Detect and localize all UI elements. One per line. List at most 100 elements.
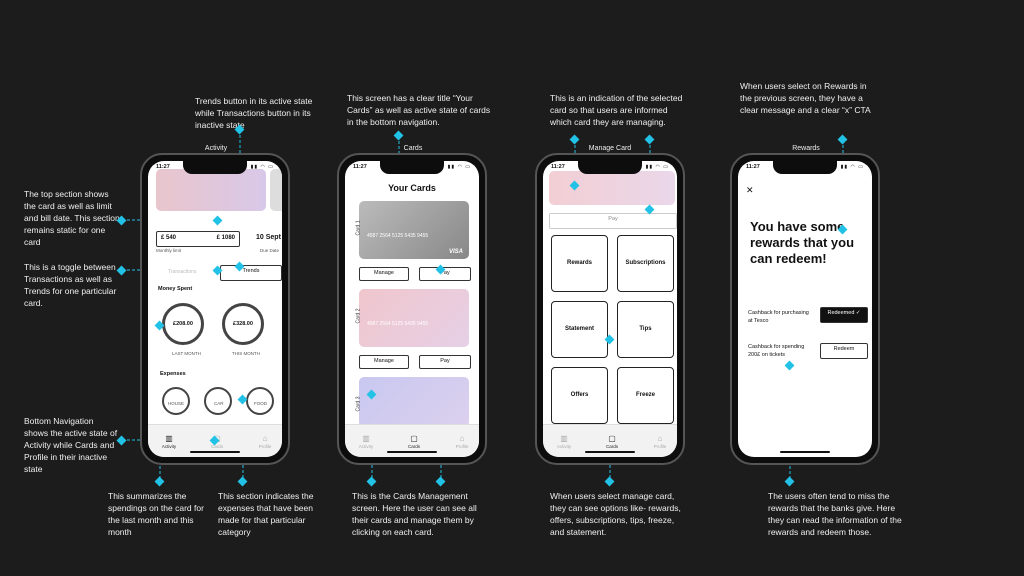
tab-trends[interactable]: Trends — [220, 265, 282, 281]
phone-cards: 11:27 ▮▮ ◠ ▭ Your Cards 4587 2564 5125 5… — [337, 153, 487, 465]
this-month-value: £328.00 — [233, 321, 253, 328]
pay-label: Pay — [440, 270, 450, 276]
your-cards-title: Your Cards — [388, 183, 436, 193]
rewards-screen: 11:27 ▮▮ ◠ ▭ ✕ You have some rewards tha… — [738, 161, 872, 457]
card-2[interactable]: 4587 2564 5125 5435 9455 — [359, 289, 469, 347]
close-icon[interactable]: ✕ — [746, 185, 754, 195]
cards-icon: ▢ — [410, 434, 418, 443]
pay-label: Pay — [608, 216, 618, 222]
nav-profile-label: Profile — [653, 444, 667, 449]
card-1-label: Card 1 — [355, 220, 362, 236]
annotation-summarizes: This summarizes the spendings on the car… — [108, 491, 204, 537]
nav-activity[interactable]: ▥Activity — [154, 434, 184, 449]
this-month-label: THIS MONTH — [232, 351, 260, 356]
card-2-label: Card 2 — [355, 308, 362, 324]
trends-label: Trends — [242, 268, 260, 274]
redeem-label: Redeem — [833, 346, 855, 352]
card-preview[interactable] — [156, 169, 266, 211]
card-3[interactable] — [359, 377, 469, 427]
redeemed-button[interactable]: Redeemed ✓ — [820, 307, 868, 323]
annotation-toggle: This is a toggle between Transactions as… — [24, 262, 117, 308]
activity-screen: 11:27 ▮▮ ◠ ▭ £ 540 £ 1080 Monthly limit … — [148, 161, 282, 457]
car-ring[interactable]: CAR — [204, 387, 232, 415]
nav-profile-label: Profile — [258, 444, 272, 449]
nav-activity-label: Activity — [161, 444, 177, 449]
this-month-ring: £328.00 — [222, 303, 264, 345]
card-1-pay-button[interactable]: Pay — [419, 267, 471, 281]
pay-button[interactable]: Pay — [549, 213, 677, 229]
monthly-limit-label: Monthly limit — [156, 248, 182, 253]
rewards-heading: You have some rewards that you can redee… — [750, 219, 855, 266]
redeem-button[interactable]: Redeem — [820, 343, 868, 359]
limit-value: £ 540 — [161, 235, 177, 241]
annotation-rewards-miss: The users often tend to miss the rewards… — [768, 491, 902, 537]
status-icons: ▮▮ ◠ ▭ — [645, 164, 669, 170]
limit-box: £ 540 £ 1080 — [156, 231, 240, 247]
nav-cards[interactable]: ▢Cards — [597, 434, 627, 449]
bar-chart-icon: ▥ — [362, 434, 370, 443]
subscriptions-button[interactable]: Subscriptions — [617, 235, 674, 292]
expenses-heading: Expenses — [160, 371, 186, 377]
last-month-label: LAST MONTH — [172, 351, 201, 356]
screen-title-rewards: Rewards — [792, 145, 820, 152]
annotation-expenses: This section indicates the expenses that… — [218, 491, 314, 537]
car-label: CAR — [214, 401, 224, 406]
due-date-value: 10 Sept — [256, 234, 281, 241]
card-2-pay-button[interactable]: Pay — [419, 355, 471, 369]
nav-activity[interactable]: ▥Activity — [549, 434, 579, 449]
nav-cards[interactable]: ▢Cards — [399, 434, 429, 449]
visa-logo: VISA — [448, 249, 463, 255]
nav-profile[interactable]: ⌂Profile — [447, 434, 477, 449]
tips-button[interactable]: Tips — [617, 301, 674, 358]
nav-profile[interactable]: ⌂Profile — [645, 434, 675, 449]
money-spent-heading: Money Spent — [158, 286, 193, 292]
phone-rewards: 11:27 ▮▮ ◠ ▭ ✕ You have some rewards tha… — [730, 153, 880, 465]
statement-button[interactable]: Statement — [551, 301, 608, 358]
cards-screen: 11:27 ▮▮ ◠ ▭ Your Cards 4587 2564 5125 5… — [345, 161, 479, 457]
annotation-top-section: The top section shows the card as well a… — [24, 189, 120, 247]
status-time: 11:27 — [156, 164, 170, 170]
annotation-cards-management: This is the Cards Management screen. Her… — [352, 491, 477, 537]
card-1[interactable]: 4587 2564 5125 5435 9455 VISA — [359, 201, 469, 259]
redeemed-label: Redeemed ✓ — [827, 310, 861, 316]
cards-icon: ▢ — [608, 434, 616, 443]
house-ring[interactable]: HOUSE — [162, 387, 190, 415]
phone-activity: 11:27 ▮▮ ◠ ▭ £ 540 £ 1080 Monthly limit … — [140, 153, 290, 465]
freeze-button[interactable]: Freeze — [617, 367, 674, 424]
card-preview-next[interactable] — [270, 169, 282, 211]
status-icons: ▮▮ ◠ ▭ — [447, 164, 471, 170]
annotation-trends-button: Trends button in its active state while … — [195, 96, 313, 130]
manage-screen: 11:27 ▮▮ ◠ ▭ Pay Rewards Subscriptions S… — [543, 161, 677, 457]
status-time: 11:27 — [353, 164, 367, 170]
reward-1-text: Cashback for purchasing at Tesco — [748, 310, 809, 324]
bar-chart-icon: ▥ — [165, 434, 173, 443]
status-icons: ▮▮ ◠ ▭ — [250, 164, 274, 170]
manage-label: Manage — [374, 270, 394, 276]
nav-cards-label: Cards — [605, 444, 618, 449]
offers-button[interactable]: Offers — [551, 367, 608, 424]
bill-value: £ 1080 — [216, 235, 235, 241]
annotation-your-cards: This screen has a clear title “Your Card… — [347, 93, 491, 127]
card-1-manage-button[interactable]: Manage — [359, 267, 409, 281]
lock-icon: ⌂ — [262, 434, 268, 443]
food-label: FOOD — [254, 401, 267, 406]
screen-title-activity: Activity — [204, 145, 228, 152]
status-time: 11:27 — [746, 164, 760, 170]
food-ring[interactable]: FOOD — [246, 387, 274, 415]
nav-cards-label: Cards — [407, 444, 420, 449]
nav-activity[interactable]: ▥Activity — [351, 434, 381, 449]
card-3-label: Card 3 — [355, 396, 362, 412]
tab-transactions[interactable]: Transactions — [168, 269, 197, 275]
manage-label: Manage — [374, 358, 394, 364]
house-label: HOUSE — [168, 401, 185, 406]
lock-icon: ⌂ — [657, 434, 663, 443]
card-2-manage-button[interactable]: Manage — [359, 355, 409, 369]
rewards-button[interactable]: Rewards — [551, 235, 608, 292]
nav-profile-label: Profile — [455, 444, 469, 449]
annotation-rewards-message: When users select on Rewards in the prev… — [740, 81, 871, 115]
selected-card — [549, 171, 675, 205]
nav-activity-label: Activity — [358, 444, 374, 449]
nav-profile[interactable]: ⌂Profile — [250, 434, 280, 449]
card-2-number: 4587 2564 5125 5435 9455 — [367, 321, 429, 327]
nav-cards-label: Cards — [210, 444, 223, 449]
